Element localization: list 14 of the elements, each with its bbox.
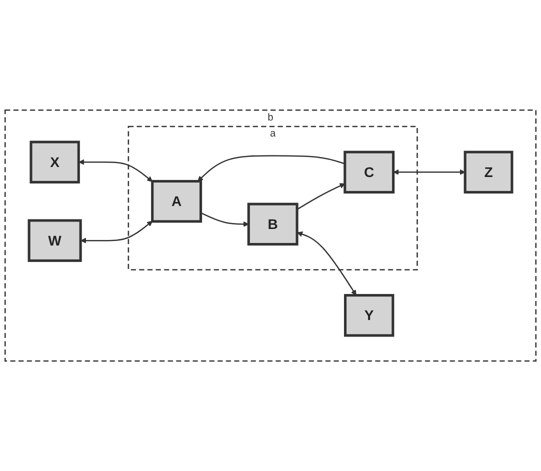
node-box: X — [30, 140, 80, 184]
node-box: C — [344, 150, 395, 194]
arrow — [200, 212, 249, 227]
node-box: B — [247, 202, 298, 246]
node-box: W — [28, 219, 82, 262]
arrow — [297, 231, 356, 296]
node-box: Y — [344, 294, 394, 337]
arrow — [78, 159, 153, 182]
arrow — [296, 183, 346, 210]
arrow — [198, 155, 346, 182]
node-box: Z — [464, 150, 514, 194]
arrow — [80, 220, 153, 244]
node-box: A — [151, 180, 202, 223]
arrow — [393, 169, 466, 175]
